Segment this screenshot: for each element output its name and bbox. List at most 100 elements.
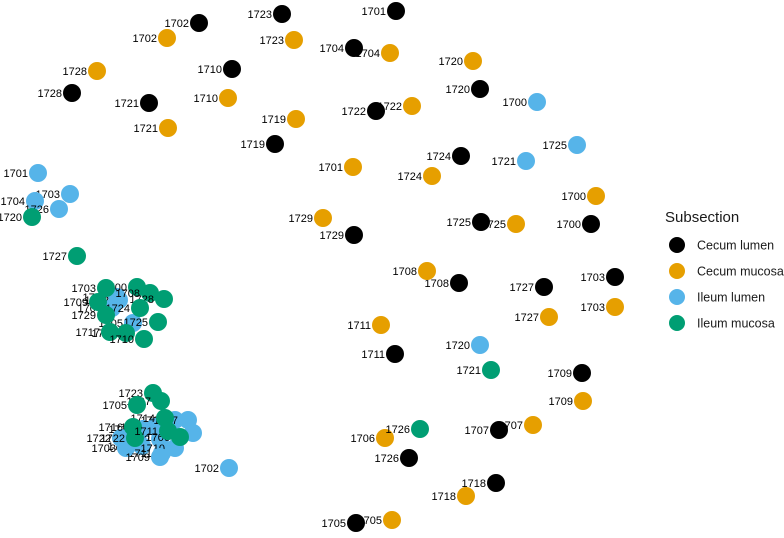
point-label: 1709 <box>549 396 573 408</box>
data-point <box>266 135 284 153</box>
point-label: 1700 <box>557 219 581 231</box>
data-point <box>68 247 86 265</box>
data-point <box>386 345 404 363</box>
point-label: 1711 <box>361 349 385 361</box>
point-label: 1723 <box>260 35 284 47</box>
point-label: 1701 <box>362 6 386 18</box>
point-label: 1721 <box>457 365 481 377</box>
data-point <box>158 29 176 47</box>
point-label: 1727 <box>43 251 67 263</box>
point-label: 1700 <box>562 191 586 203</box>
data-point <box>135 330 153 348</box>
data-point <box>471 80 489 98</box>
point-label: 1718 <box>462 478 486 490</box>
data-point <box>141 284 159 302</box>
point-label: 1729 <box>72 310 96 322</box>
point-label: 1704 <box>1 196 25 208</box>
point-label: 1720 <box>446 340 470 352</box>
series-ileum-lumen: 1700172517211701170317041726172017021723… <box>1 93 586 477</box>
data-point <box>482 361 500 379</box>
point-label: 1702 <box>133 33 157 45</box>
data-point <box>606 298 624 316</box>
point-label: 1720 <box>439 56 463 68</box>
data-point <box>131 299 149 317</box>
data-point <box>587 187 605 205</box>
data-point <box>97 306 115 324</box>
point-label: 1722 <box>101 433 125 445</box>
point-label: 1724 <box>427 151 451 163</box>
point-label: 1701 <box>4 168 28 180</box>
point-label: 1711 <box>347 320 371 332</box>
series-ileum-mucosa: 1720172717261721170017081728170317241729… <box>0 208 500 447</box>
point-label: 1726 <box>386 424 410 436</box>
data-point <box>606 268 624 286</box>
point-label: 1729 <box>289 213 313 225</box>
data-point <box>219 89 237 107</box>
legend-key <box>669 237 685 253</box>
data-point <box>190 14 208 32</box>
point-label: 1705 <box>103 400 127 412</box>
data-point <box>464 52 482 70</box>
point-label: 1709 <box>64 297 88 309</box>
data-point <box>273 5 291 23</box>
data-point <box>490 421 508 439</box>
point-label: 1706 <box>351 433 375 445</box>
point-label: 1710 <box>194 93 218 105</box>
point-label: 1718 <box>432 491 456 503</box>
data-point <box>345 39 363 57</box>
data-point <box>487 474 505 492</box>
point-label: 1720 <box>0 212 22 224</box>
data-point <box>582 215 600 233</box>
data-point <box>376 429 394 447</box>
legend-key <box>669 289 685 305</box>
legend-label: Cecum mucosa <box>697 265 784 279</box>
data-point <box>568 136 586 154</box>
data-point <box>472 213 490 231</box>
data-point <box>128 396 146 414</box>
point-label: 1709 <box>548 368 572 380</box>
data-point <box>344 158 362 176</box>
data-point <box>418 262 436 280</box>
point-label: 1725 <box>447 217 471 229</box>
point-label: 1721 <box>492 156 516 168</box>
data-point <box>573 364 591 382</box>
data-point <box>101 323 119 341</box>
data-point <box>367 102 385 120</box>
data-point <box>149 313 167 331</box>
data-point <box>159 422 177 440</box>
data-point <box>400 449 418 467</box>
data-point <box>517 152 535 170</box>
point-label: 1728 <box>63 66 87 78</box>
legend-label: Ileum lumen <box>697 291 765 305</box>
data-point <box>372 316 390 334</box>
data-point <box>528 93 546 111</box>
point-label: 1722 <box>87 433 111 445</box>
data-point <box>159 119 177 137</box>
data-point <box>381 44 399 62</box>
data-point <box>23 208 41 226</box>
data-point <box>89 293 107 311</box>
data-point <box>117 324 135 342</box>
point-label: 1717 <box>76 327 100 339</box>
point-label: 1705 <box>358 515 382 527</box>
point-label: 1704 <box>320 43 344 55</box>
data-point <box>112 429 130 447</box>
legend-key <box>669 263 685 279</box>
point-label: 1704 <box>356 48 380 60</box>
data-point <box>61 185 79 203</box>
data-point <box>387 2 405 20</box>
point-label: 1721 <box>134 123 158 135</box>
point-label: 1722 <box>342 106 366 118</box>
data-point <box>314 209 332 227</box>
data-point <box>471 336 489 354</box>
point-label: 1725 <box>482 219 506 231</box>
point-label: 1710 <box>198 64 222 76</box>
point-label: 1709 <box>126 452 150 464</box>
data-point <box>151 448 169 466</box>
point-label: 1708 <box>116 288 140 300</box>
data-point <box>457 487 475 505</box>
